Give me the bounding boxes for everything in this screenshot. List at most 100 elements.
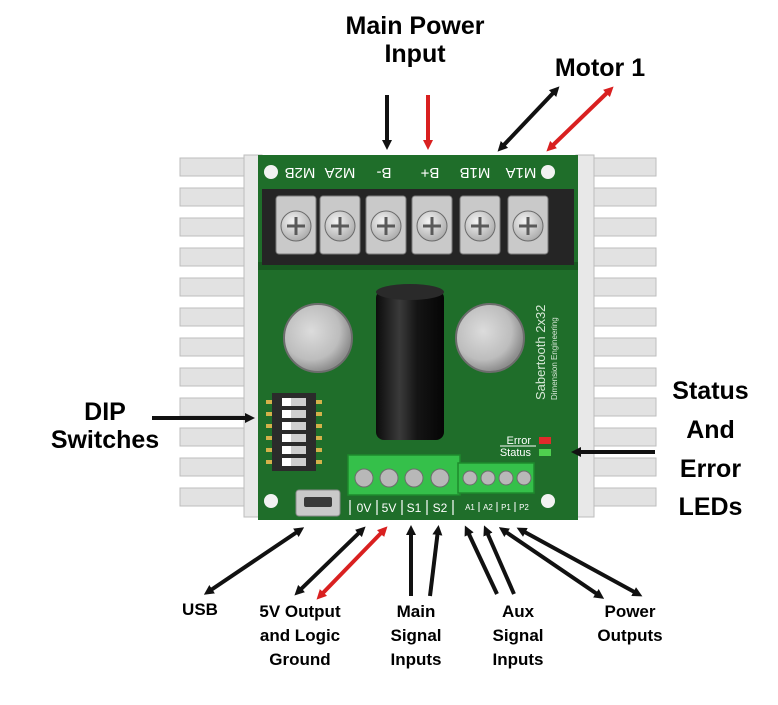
dip-toggle bbox=[282, 398, 291, 406]
label-aux-line2: Signal bbox=[492, 625, 544, 645]
dip-pin bbox=[316, 400, 322, 404]
mounting-hole-tl bbox=[264, 165, 278, 179]
dip-toggle bbox=[282, 434, 291, 442]
label-main-power-input: Main Power Input bbox=[305, 12, 525, 68]
dip-toggle bbox=[282, 446, 291, 454]
inductor-right bbox=[455, 303, 525, 373]
terminal-label-band bbox=[262, 157, 574, 187]
aux-pin-labels: A1 A2 P1 P2 bbox=[465, 502, 529, 512]
dip-toggle bbox=[282, 422, 291, 430]
label-power-line2: Outputs bbox=[597, 625, 663, 645]
label-main-signal-line1: Main bbox=[396, 602, 436, 621]
terminal-label: M2A bbox=[325, 164, 356, 181]
terminal-label: M1A bbox=[506, 164, 537, 181]
signal-connector-holes bbox=[354, 468, 450, 488]
label-aux-line1: Aux bbox=[501, 602, 535, 621]
usb-port-opening bbox=[304, 497, 332, 507]
signal-screw bbox=[404, 468, 424, 488]
dip-toggle bbox=[282, 458, 291, 466]
arrow-motor1-black bbox=[497, 86, 560, 152]
aux-screw bbox=[480, 470, 496, 486]
signal-screw bbox=[354, 468, 374, 488]
label-5v-line3: Ground bbox=[269, 649, 331, 669]
heatsink-spine-right bbox=[575, 154, 595, 518]
heatsink-left-fins bbox=[179, 154, 263, 518]
dip-pin bbox=[316, 448, 322, 452]
heatsink-right-fins bbox=[575, 154, 657, 518]
arrow-motor1-red bbox=[546, 86, 614, 152]
dip-pin bbox=[316, 460, 322, 464]
terminal-label: M1B bbox=[460, 164, 491, 181]
aux-connector-holes bbox=[462, 470, 532, 486]
mounting-hole-bl bbox=[264, 494, 278, 508]
aux-pin-label: A1 bbox=[465, 503, 475, 512]
label-main-power-line2: Input bbox=[384, 40, 446, 68]
label-5v-output: 5V Output and Logic Ground bbox=[240, 600, 360, 671]
mounting-hole-br bbox=[541, 494, 555, 508]
dip-pin bbox=[266, 400, 272, 404]
dip-switch-toggles bbox=[266, 398, 322, 466]
dip-toggle-slot bbox=[282, 434, 306, 442]
label-power-line1: Power bbox=[604, 602, 656, 621]
arrow-usb bbox=[203, 527, 305, 595]
label-main-power-line1: Main Power bbox=[345, 12, 485, 40]
arrow-signal-s2 bbox=[428, 525, 443, 597]
arrows bbox=[152, 86, 655, 600]
dip-pin bbox=[266, 460, 272, 464]
inductor-left bbox=[283, 303, 353, 373]
label-status-line4: LEDs bbox=[678, 493, 743, 522]
dip-pin bbox=[316, 424, 322, 428]
mounting-hole-tr bbox=[541, 165, 555, 179]
aux-pin-label: P1 bbox=[501, 503, 511, 512]
arrow-aux-a2 bbox=[483, 525, 516, 595]
signal-pin-label: S2 bbox=[433, 501, 448, 515]
status-led bbox=[539, 449, 551, 456]
label-dip-line1: DIP bbox=[84, 398, 126, 426]
label-status-line3: Error bbox=[679, 454, 742, 483]
label-dip-switches: DIP Switches bbox=[35, 398, 175, 454]
brand-name: Sabertooth 2x32 bbox=[533, 305, 548, 400]
dip-pin bbox=[316, 412, 322, 416]
aux-screw bbox=[462, 470, 478, 486]
terminal-label: B- bbox=[376, 164, 391, 181]
terminal-label: B+ bbox=[420, 164, 439, 181]
signal-pin-label: S1 bbox=[407, 501, 422, 515]
dip-toggle-slot bbox=[282, 398, 306, 406]
signal-pin-label: 0V bbox=[357, 501, 372, 515]
pcb-edge-shadow bbox=[258, 262, 578, 270]
signal-pin-labels: 0V 5V S1 S2 bbox=[349, 500, 454, 515]
terminal-label: M2B bbox=[285, 164, 316, 181]
label-5v-line1: 5V Output bbox=[259, 602, 341, 621]
terminal-screws bbox=[275, 195, 549, 255]
terminal-labels: M2B M2A B- B+ M1B M1A bbox=[285, 164, 537, 181]
dip-toggle-slot bbox=[282, 458, 306, 466]
label-main-signal-line2: Signal bbox=[390, 625, 442, 645]
brand-maker: Dimension Engineering bbox=[550, 317, 559, 400]
dip-toggle-slot bbox=[282, 446, 306, 454]
aux-pin-label: P2 bbox=[519, 503, 529, 512]
label-power-outputs: Power Outputs bbox=[580, 600, 680, 648]
error-led bbox=[539, 437, 551, 444]
label-motor1: Motor 1 bbox=[554, 54, 646, 82]
arrow-power-p2 bbox=[516, 527, 643, 597]
dip-pin bbox=[316, 436, 322, 440]
aux-pin-label: A2 bbox=[483, 503, 493, 512]
dip-toggle bbox=[282, 410, 291, 418]
label-5v-line2: and Logic bbox=[259, 625, 341, 645]
label-aux-line3: Inputs bbox=[492, 649, 544, 669]
dip-toggle-slot bbox=[282, 422, 306, 430]
label-aux-signal-inputs: Aux Signal Inputs bbox=[478, 600, 558, 671]
label-dip-line2: Switches bbox=[50, 426, 160, 454]
label-main-signal-inputs: Main Signal Inputs bbox=[376, 600, 456, 671]
signal-pin-label: 5V bbox=[382, 501, 397, 515]
dip-pin bbox=[266, 412, 272, 416]
error-led-label: Error bbox=[507, 435, 532, 447]
label-status-line2: And bbox=[686, 415, 735, 444]
signal-screw bbox=[430, 468, 450, 488]
dip-toggle-slot bbox=[282, 410, 306, 418]
label-status-line1: Status bbox=[672, 377, 749, 405]
label-main-signal-line3: Inputs bbox=[390, 649, 442, 669]
signal-screw bbox=[379, 468, 399, 488]
